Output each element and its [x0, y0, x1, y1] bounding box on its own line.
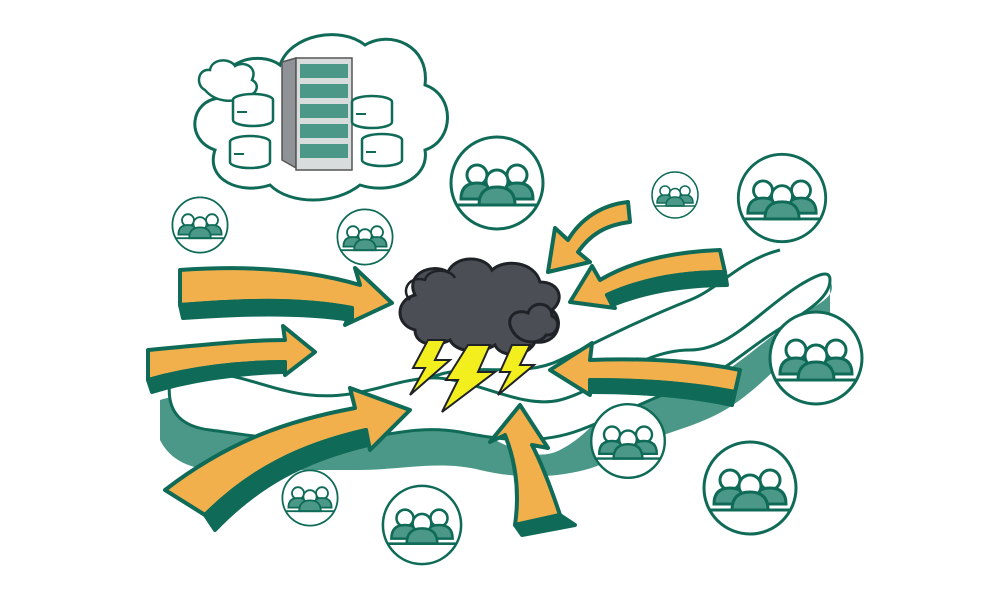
database-icon: [228, 134, 272, 170]
user-group-icon: [281, 469, 339, 527]
user-group-icon: [449, 135, 545, 231]
user-group-icon: [336, 208, 394, 266]
lightning-icon: [409, 339, 453, 396]
server-rack-icon: [281, 57, 353, 171]
user-group-icon: [171, 196, 229, 254]
lightning-group: [409, 339, 537, 413]
cloud-datacenter: [193, 33, 449, 202]
lightning-icon: [441, 344, 498, 413]
arrows: [146, 200, 742, 537]
database-icon: [350, 94, 394, 130]
database-icon: [360, 132, 404, 168]
user-group-icon: [381, 484, 463, 566]
curved-arrow-icon: [546, 200, 632, 274]
user-group-icon: [736, 152, 828, 244]
user-group-icon: [590, 403, 666, 479]
user-group-icon: [702, 440, 798, 536]
lightning-icon: [497, 344, 537, 396]
curved-arrow-icon: [488, 403, 562, 527]
user-group-icon: [768, 310, 864, 406]
database-icon: [231, 92, 275, 128]
user-group-icon: [651, 171, 699, 219]
storm-cloud-icon: [398, 257, 561, 356]
